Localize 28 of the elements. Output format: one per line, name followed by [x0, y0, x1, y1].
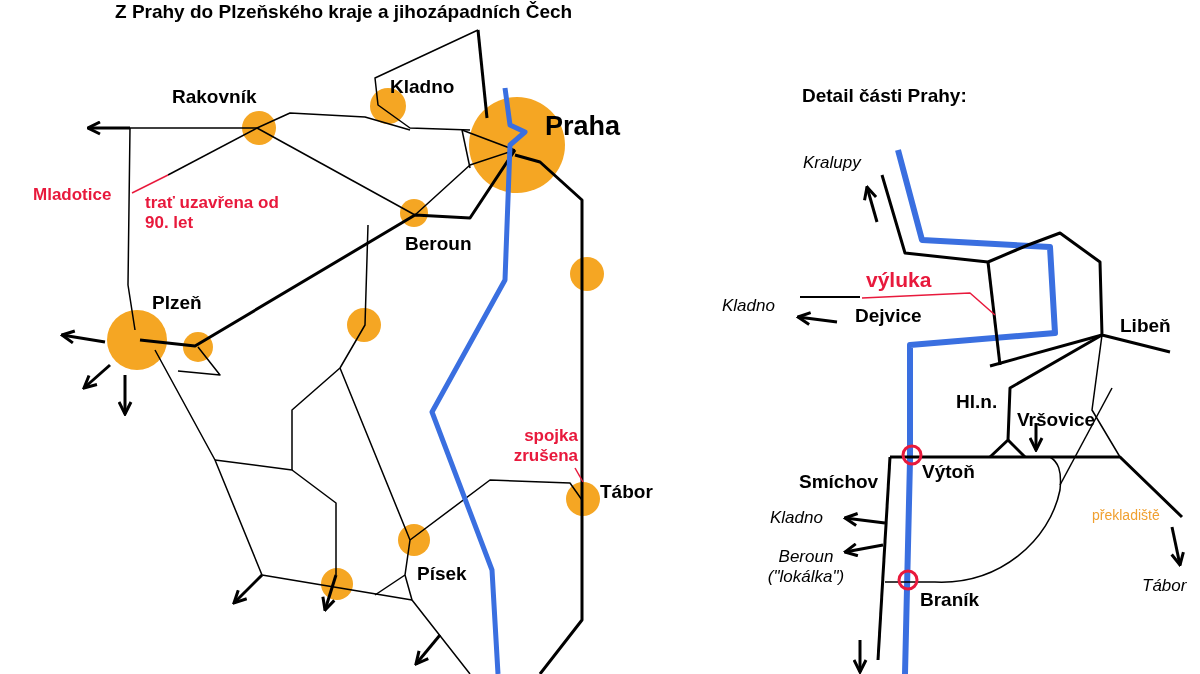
station-label: Vršovice — [1017, 409, 1096, 431]
inset-heading: Detail části Prahy: — [802, 85, 967, 107]
map-title: Z Prahy do Plzeňského kraje a jihozápadních Čech — [115, 1, 573, 23]
terminal-label: překladiště — [1092, 507, 1160, 524]
note-text: trať uzavřena od 90. let — [145, 193, 280, 233]
leader-line — [131, 174, 169, 194]
direction-label: Kladno — [722, 296, 775, 316]
station-label: Libeň — [1120, 315, 1171, 337]
callout-label: výluka — [866, 268, 932, 293]
direction-label: Beroun ("lokálka") — [766, 547, 846, 587]
city-label: Rakovník — [172, 86, 257, 108]
station-label: Smíchov — [799, 471, 879, 493]
station-label: Hl.n. — [956, 391, 998, 413]
city-label: Beroun — [405, 233, 472, 255]
city-label: Tábor — [600, 481, 653, 503]
direction-label: Tábor — [1142, 576, 1187, 596]
direction-label: Kladno — [770, 508, 823, 528]
station-label: Braník — [920, 589, 980, 611]
city-label: Kladno — [390, 76, 455, 98]
station-label: Výtoň — [922, 461, 975, 483]
station-label: Dejvice — [855, 305, 922, 327]
leader-line — [574, 467, 584, 483]
city-label: Písek — [417, 563, 467, 585]
callout-label: Mladotice — [33, 185, 112, 205]
leader-line — [861, 292, 996, 316]
callout-label: spojka zrušena — [498, 426, 578, 466]
city-label: Plzeň — [152, 292, 202, 314]
direction-label: Kralupy — [803, 153, 861, 173]
